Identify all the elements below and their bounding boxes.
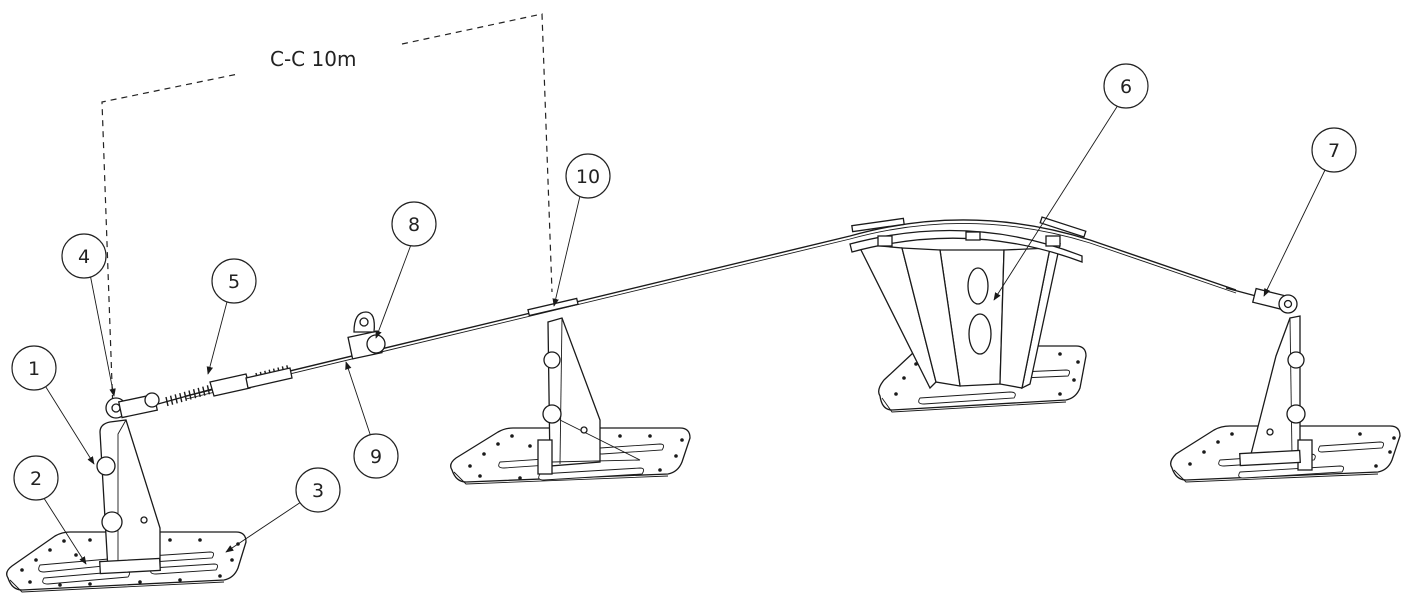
shuttle-device [347, 311, 386, 360]
end-anchor-right [1225, 287, 1298, 314]
end-post-right [1239, 315, 1313, 471]
svg-text:5: 5 [228, 271, 240, 293]
callout-7: 7 [1311, 127, 1357, 173]
svg-text:4: 4 [78, 246, 90, 268]
svg-text:6: 6 [1120, 76, 1132, 98]
svg-text:1: 1 [28, 358, 40, 380]
svg-text:9: 9 [370, 446, 382, 468]
intermediate-post-middle [537, 317, 641, 475]
end-anchor-left [105, 392, 160, 419]
svg-text:2: 2 [30, 468, 42, 490]
callout-5: 5 [211, 258, 257, 304]
callout-2: 2 [13, 455, 59, 501]
callout-3: 3 [295, 467, 341, 513]
corner-bracket [849, 229, 1083, 390]
callout-4: 4 [61, 233, 107, 279]
svg-text:8: 8 [408, 214, 420, 236]
svg-text:3: 3 [312, 480, 324, 502]
tensioner-assembly [157, 365, 293, 407]
end-post-left [96, 419, 161, 575]
callout-1: 1 [11, 345, 57, 391]
leader-lines [33, 101, 1327, 565]
callout-9: 9 [353, 433, 399, 479]
svg-text:10: 10 [576, 166, 600, 188]
callout-8: 8 [391, 201, 437, 247]
lifeline-cable [185, 216, 1237, 400]
callout-10: 10 [565, 153, 611, 199]
dimension-line: C-C 10m [101, 13, 553, 413]
callout-6: 6 [1103, 63, 1149, 109]
dimension-label: C-C 10m [270, 47, 356, 71]
svg-text:7: 7 [1328, 140, 1340, 162]
plate-hole-pattern [20, 352, 1396, 587]
